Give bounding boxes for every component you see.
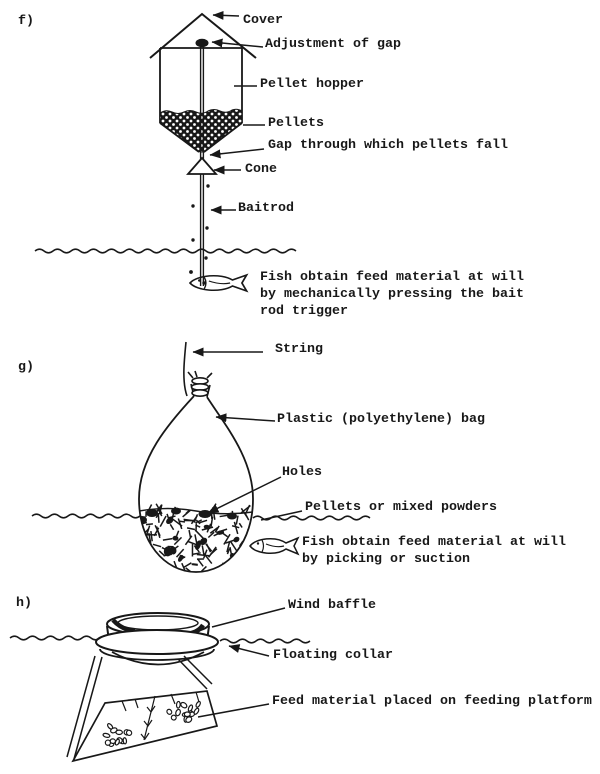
cone-shape — [186, 156, 218, 175]
label-string: String — [275, 342, 323, 357]
waterline-h-right — [219, 638, 311, 644]
section-label-f: f) — [18, 14, 34, 29]
fish-icon-g — [249, 536, 300, 556]
wind-baffle-shape — [106, 612, 210, 642]
bag-outline — [138, 395, 254, 573]
falling-pellets-dots — [189, 184, 210, 285]
note-g-line2: by picking or suction — [302, 552, 470, 567]
platform-legs — [66, 655, 213, 760]
label-cone: Cone — [245, 162, 277, 177]
feeding-platform — [71, 690, 219, 763]
leader-lines-f — [209, 10, 265, 215]
platform-feeder-drawing — [9, 607, 311, 763]
feed-material-dots-right — [166, 700, 201, 723]
waterline-g-left — [31, 513, 141, 519]
note-f-line2: by mechanically pressing the bait — [260, 287, 524, 302]
label-baitrod: Baitrod — [238, 201, 294, 216]
section-label-h: h) — [16, 596, 32, 611]
label-feed-material: Feed material placed on feeding platform — [272, 694, 592, 709]
label-plastic-bag: Plastic (polyethylene) bag — [277, 412, 485, 427]
hopper-funnel — [159, 122, 243, 153]
floating-collar-shape — [95, 629, 219, 666]
demand-feeder-drawing — [34, 10, 297, 293]
label-gap: Gap through which pellets fall — [268, 138, 508, 153]
fish-icon-f — [188, 273, 249, 293]
platform-marks — [121, 691, 200, 741]
feed-material-dots-left — [102, 723, 133, 748]
label-pellet-hopper: Pellet hopper — [260, 77, 364, 92]
leader-lines-h — [197, 607, 286, 718]
label-pellets-or-mixed-powders: Pellets or mixed powders — [305, 500, 497, 515]
label-cover: Cover — [243, 13, 283, 28]
adjustment-nut — [195, 38, 209, 48]
cover-roof — [149, 12, 257, 59]
leader-lines-g — [192, 347, 303, 521]
note-f-line1: Fish obtain feed material at will — [260, 270, 524, 285]
label-floating-collar: Floating collar — [273, 648, 393, 663]
note-f-line3: rod trigger — [260, 304, 348, 319]
waterline-h-left — [9, 635, 101, 641]
label-pellets: Pellets — [268, 116, 324, 131]
bag-feeder-drawing — [31, 341, 371, 573]
label-adjustment-of-gap: Adjustment of gap — [265, 37, 401, 52]
bag-knot — [187, 370, 213, 397]
note-g-line1: Fish obtain feed material at will — [302, 535, 566, 550]
bag-pellets-texture — [139, 503, 253, 572]
waterline-f — [34, 248, 297, 254]
string-line — [183, 341, 188, 397]
section-label-g: g) — [18, 360, 34, 375]
label-holes: Holes — [282, 465, 322, 480]
label-wind-baffle: Wind baffle — [288, 598, 376, 613]
